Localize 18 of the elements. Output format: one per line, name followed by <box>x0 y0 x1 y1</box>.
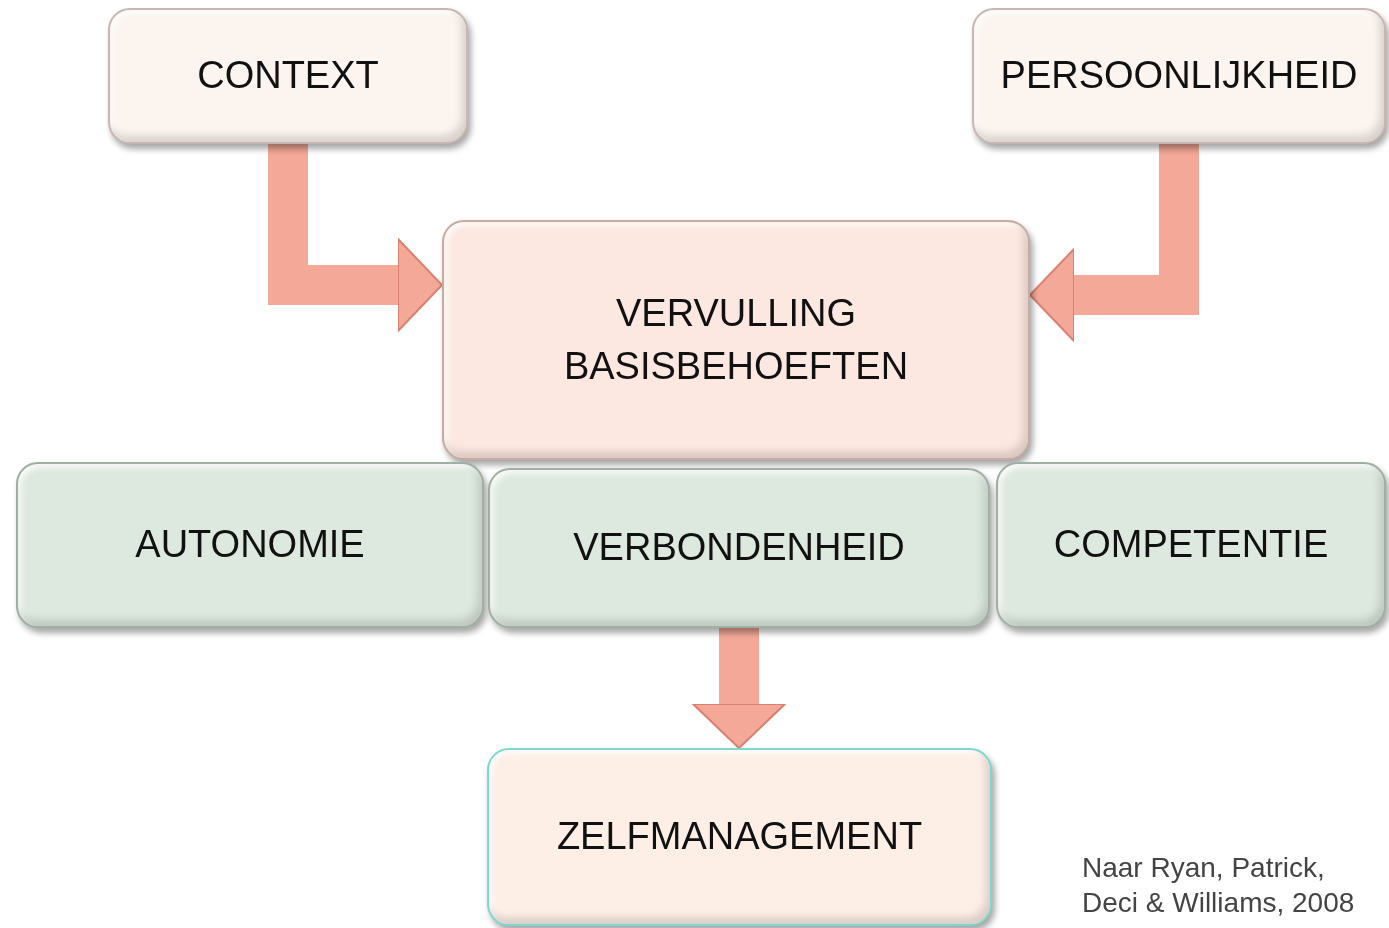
citation-note: Naar Ryan, Patrick, Deci & Williams, 2008 <box>1082 851 1356 920</box>
process-box <box>442 220 1030 460</box>
block-arrow <box>692 628 786 749</box>
process-box <box>972 8 1386 144</box>
box-label: AUTONOMIE <box>135 522 365 568</box>
process-box <box>108 8 468 144</box>
process-box <box>996 462 1386 628</box>
box-label: PERSOONLIJKHEID <box>1000 53 1358 99</box>
process-box <box>488 468 990 628</box>
process-box <box>487 748 992 926</box>
box-label: VERBONDENHEID <box>573 525 905 571</box>
box-label: VERVULLING BASISBEHOEFTEN <box>562 290 910 389</box>
box-label: COMPETENTIE <box>1053 522 1329 568</box>
process-box <box>16 462 484 628</box>
box-label: ZELFMANAGEMENT <box>556 814 923 860</box>
block-arrow <box>268 144 443 332</box>
block-arrow <box>1029 144 1199 342</box>
box-label: CONTEXT <box>197 53 379 99</box>
